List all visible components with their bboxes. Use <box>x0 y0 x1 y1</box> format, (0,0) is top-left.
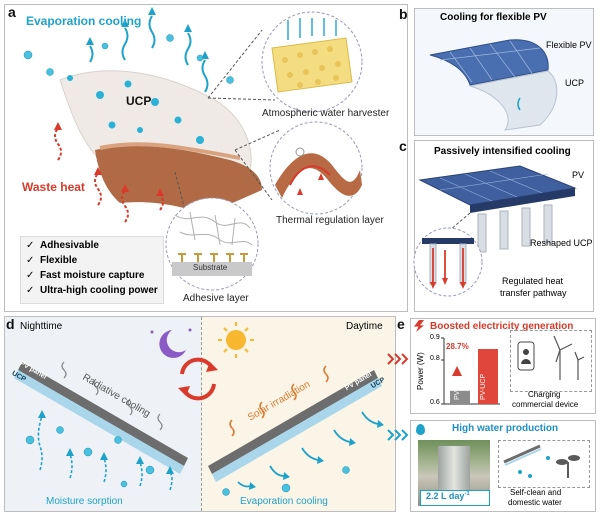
moon-icon <box>159 330 186 358</box>
moisture-sorption-label: Moisture sorption <box>46 496 123 507</box>
thermal-wave <box>275 153 362 198</box>
charging-device-box <box>510 330 592 392</box>
panel-d-label: d <box>6 316 15 332</box>
flexible-pv-label: Flexible PV <box>546 40 592 50</box>
bar-pv-ucp <box>478 349 498 404</box>
y-tick-label: 0.6 <box>430 399 440 406</box>
charging-label-line1: Charging <box>528 390 561 399</box>
selfclean-label-line1: Self-clean and <box>510 488 562 497</box>
transfer-pathway-label: transfer pathway <box>500 288 567 298</box>
night-ucp-layer <box>14 370 184 474</box>
feature-item: Adhesivable <box>40 240 99 251</box>
ucp-label: UCP <box>126 94 152 108</box>
wind-turbine-icon <box>553 335 585 380</box>
plant-icon <box>556 455 580 478</box>
feature-item: Flexible <box>40 255 78 266</box>
harvester-sponge <box>271 37 353 93</box>
feature-list-box <box>20 236 164 304</box>
sun-icon <box>226 330 246 350</box>
panel-b-ucp-label: UCP <box>565 78 585 88</box>
evaporation-cooling-d-label: Evaporation cooling <box>240 496 328 507</box>
panel-b-label: b <box>399 6 408 22</box>
reshaped-ucp-label: Reshaped UCP <box>530 238 593 248</box>
panel-b-title: Cooling for flexible PV <box>440 12 547 23</box>
feature-item: Ultra-high cooling power <box>40 285 158 296</box>
percent-annotation: 28.7% <box>446 342 469 351</box>
feature-check-icon: ✓ <box>26 285 35 296</box>
y-tick-label: 0.9 <box>430 334 440 341</box>
substrate-label: Substrate <box>193 263 228 272</box>
panel-c-label: c <box>399 138 407 154</box>
day-pv-panel <box>208 370 378 474</box>
atmospheric-water-harvester-label: Atmospheric water harvester <box>262 108 390 119</box>
thermal-regulation-layer-label: Thermal regulation layer <box>276 215 384 226</box>
panel-e-top <box>410 318 596 414</box>
substrate-block <box>172 262 252 276</box>
boosted-electricity-title: Boosted electricity generation <box>430 321 574 332</box>
selfclean-label-line2: domestic water <box>508 498 562 507</box>
thermal-layer-sheet <box>95 145 262 215</box>
flexible-pv-panel <box>429 39 549 86</box>
night-pv-panel <box>18 362 188 466</box>
bar-pv <box>450 390 470 404</box>
water-drop-icon <box>416 424 425 435</box>
water-rate-label: 2.2 L day-1 <box>426 491 470 501</box>
feature-item: Fast moisture capture <box>40 270 145 281</box>
daytime-label: Daytime <box>346 321 383 332</box>
regulated-heat-label: Regulated heat <box>502 276 564 286</box>
panel-a-label: a <box>8 4 16 20</box>
water-rate-unit-sup: -1 <box>464 491 470 497</box>
evaporation-cooling-label: Evaporation cooling <box>26 14 142 28</box>
water-rate-badge <box>420 490 490 506</box>
pv-label: PV <box>572 170 585 180</box>
feature-check-icon: ✓ <box>26 270 35 281</box>
selfclean-box <box>498 440 590 488</box>
nighttime-label: Nighttime <box>20 321 63 332</box>
waste-heat-label: Waste heat <box>22 180 85 194</box>
feature-check-icon: ✓ <box>26 240 35 251</box>
y-tick-label: 0.8 <box>430 355 440 362</box>
lightning-icon <box>414 320 424 332</box>
increase-arrow-icon <box>452 366 462 376</box>
panel-c-title: Passively intensified cooling <box>434 146 571 157</box>
panel-e-label: e <box>397 316 405 332</box>
feature-check-icon: ✓ <box>26 255 35 266</box>
high-water-title: High water production <box>452 423 559 434</box>
adhesive-layer-label: Adhesive layer <box>183 293 249 304</box>
thermal-layer-top <box>99 142 241 160</box>
day-night-divider <box>201 317 202 511</box>
ucp-curved-sheet <box>469 70 558 131</box>
day-ucp-layer <box>212 378 382 482</box>
charging-label-line2: commercial device <box>512 400 579 409</box>
water-rate-value: 2.2 L day <box>426 491 465 501</box>
